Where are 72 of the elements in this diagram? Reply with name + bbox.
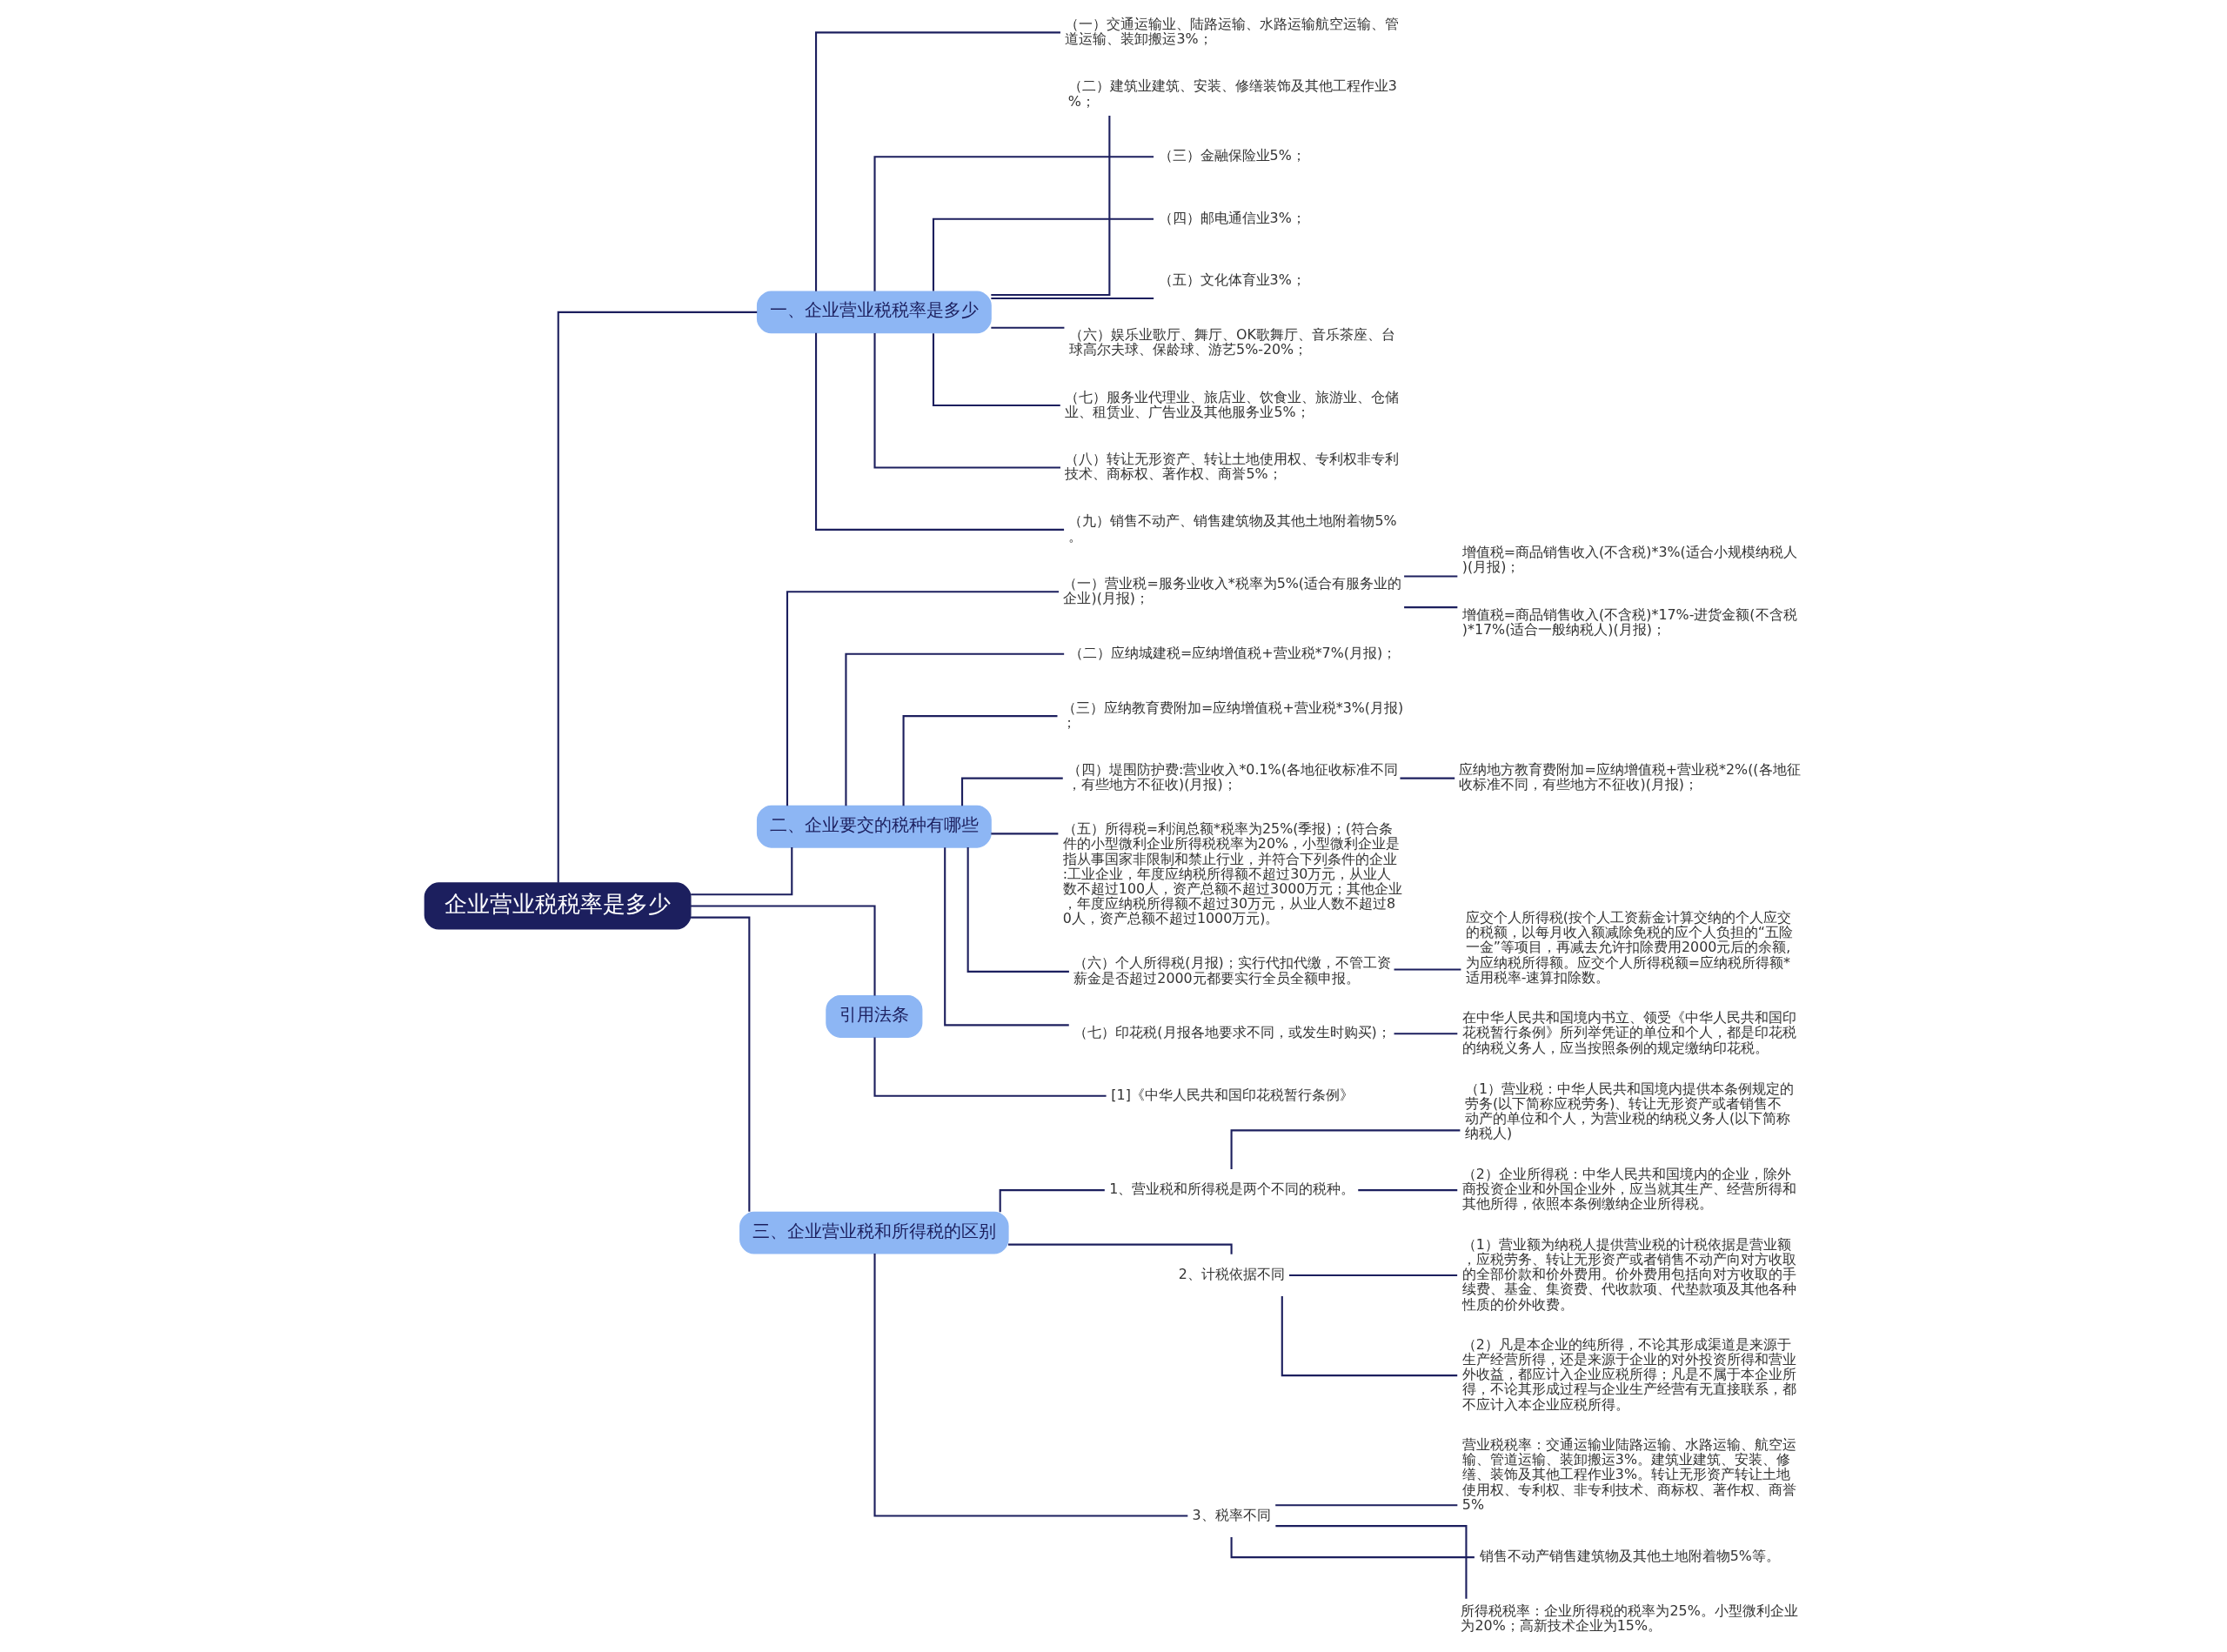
connector	[932, 217, 1154, 291]
connector	[1230, 1129, 1461, 1170]
connector	[991, 116, 1111, 297]
node-text: 应交个人所得税(按个人工资薪金计算交纳的个人应交的税额，以每月收入额减除免税的应个人负担的“五险一金”等项目，再减去允许扣除费用2000元后的余额,为应纳税所得额。应交个人所得税额=应纳税所得额*适用税率-速算扣除数。	[1465, 909, 1793, 986]
node-text: （四）邮电通信业3%；	[1158, 209, 1306, 226]
connector	[1288, 1274, 1458, 1277]
node-text: 2、计税依据不同	[1178, 1266, 1285, 1283]
node-text: 所得税税率：企业所得税的税率为25%。小型微利企业为20%；高新技术企业为15%。	[1461, 1602, 1798, 1635]
connector	[902, 715, 1058, 806]
connector	[557, 311, 758, 883]
node-text: （二）建筑业建筑、安装、修缮装饰及其他工程作业3%；	[1067, 77, 1397, 110]
connector	[815, 332, 1065, 531]
connector	[1400, 777, 1455, 779]
connector	[1275, 1504, 1458, 1507]
node-text: （一）交通运输业、陆路运输、水路运输航空运输、管道运输、装卸搬运3%；	[1065, 15, 1400, 48]
node-box: 二、企业要交的税种有哪些	[756, 805, 992, 848]
connector	[1404, 606, 1458, 609]
connector	[991, 326, 1065, 329]
node-text: [1]《中华人民共和国印花税暂行条例》	[1111, 1086, 1354, 1103]
connector	[691, 916, 751, 1212]
node-text: （二）应纳城建税=应纳增值税+营业税*7%(月报)；	[1069, 644, 1397, 661]
connector	[873, 156, 1154, 291]
connector	[999, 1189, 1105, 1213]
connector	[691, 847, 793, 896]
connector	[873, 1254, 1188, 1517]
node-text: （七）服务业代理业、旅店业、饮食业、旅游业、仓储业、租赁业、广告业及其他服务业5%；	[1065, 388, 1400, 420]
node-text: 应纳地方教育费附加=应纳增值税+营业税*2%((各地征收标准不同，有些地方不征收)(月报)；	[1459, 761, 1801, 793]
connector	[1281, 1295, 1458, 1377]
node-text: （四）堤围防护费:营业收入*0.1%(各地征收标准不同，有些地方不征收)(月报)；	[1067, 761, 1398, 793]
node-text: （2）凡是本企业的纯所得，不论其形成渠道是来源于生产经营所得，还是来源于企业的对外投资所得和营业外收益，都应计入企业应税所得；凡是不属于本企业所得，不论其形成过程与企业生产经营有无直接联系，都不应计入本企业应税所得。	[1461, 1335, 1796, 1413]
connector	[1275, 1525, 1468, 1599]
connector	[873, 1037, 1107, 1097]
node-text: 3、税率不同	[1192, 1506, 1271, 1523]
connector	[991, 297, 1154, 300]
node-text: （三）应纳教育费附加=应纳增值税+营业税*3%(月报)；	[1062, 699, 1404, 731]
node-text: （一）营业税=服务业收入*税率为5%(适合有服务业的企业)(月报)；	[1063, 574, 1402, 606]
node-text: （九）销售不动产、销售建筑物及其他土地附着物5%。	[1068, 512, 1397, 545]
node-box: 三、企业营业税和所得税的区别	[739, 1211, 1009, 1254]
connector	[966, 847, 1069, 973]
node-text: （七）印花税(月报各地要求不同，或发生时购买)；	[1073, 1024, 1391, 1041]
connector	[961, 777, 1063, 806]
node-text: （六）个人所得税(月报)；实行代扣代缴，不管工资薪金是否超过2000元都要实行全员全额申报。	[1073, 954, 1391, 987]
connector	[1394, 1033, 1458, 1035]
connector	[815, 31, 1060, 291]
connector	[1230, 1536, 1475, 1559]
node-text: （1）营业税：中华人民共和国境内提供本条例规定的劳务(以下简称应税劳务)、转让无形资产或者销售不动产的单位和个人，为营业税的纳税义务人(以下简称纳税人)	[1465, 1080, 1795, 1142]
node-box: 引用法条	[826, 994, 923, 1038]
connector	[845, 652, 1065, 806]
node-box: 一、企业营业税税率是多少	[756, 291, 992, 334]
connector	[691, 905, 876, 996]
connector	[944, 847, 1069, 1027]
node-text: 增值税=商品销售收入(不含税)*17%-进货金额(不含税)*17%(适合一般纳税人)(月报)；	[1461, 605, 1797, 638]
node-text: 在中华人民共和国境内书立、领受《中华人民共和国印花税暂行条例》所列举凭证的单位和个人，都是印花税的纳税义务人，应当按照条例的规定缴纳印花税。	[1461, 1009, 1796, 1056]
connector	[932, 333, 1060, 407]
node-text: （八）转让无形资产、转让土地使用权、专利权非专利技术、商标权、著作权、商誉5%；	[1065, 450, 1400, 483]
connector	[786, 591, 1060, 806]
node-text: （五）文化体育业3%；	[1158, 271, 1306, 289]
node-box: 企业营业税税率是多少	[424, 882, 692, 930]
node-text: （三）金融保险业5%；	[1158, 147, 1306, 164]
connector	[1404, 575, 1458, 578]
node-text: 营业税税率：交通运输业陆路运输、水路运输、航空运输、管道运输、装卸搬运3%。建筑业建筑、安装、修缮、装饰及其他工程作业3%。转让无形资产转让土地使用权、专利权、非专利技术、商标权、著作权、商誉5%	[1461, 1435, 1796, 1513]
node-text: （1）营业额为纳税人提供营业税的计税依据是营业额，应税劳务、转让无形资产或者销售不动产向对方收取的全部价款和价外费用。价外费用包括向对方收取的手续费、基金、集资费、代收款项、代垫款项及其他各种性质的价外收费。	[1461, 1235, 1796, 1313]
node-text: 增值税=商品销售收入(不含税)*3%(适合小规模纳税人)(月报)；	[1461, 544, 1797, 576]
connector	[991, 833, 1059, 835]
connector	[873, 332, 1060, 469]
connector	[1394, 968, 1461, 971]
node-text: 1、营业税和所得税是两个不同的税种。	[1109, 1180, 1355, 1198]
node-text: 销售不动产销售建筑物及其他土地附着物5%等。	[1479, 1548, 1780, 1565]
node-text: （六）娱乐业歌厅、舞厅、OK歌舞厅、音乐茶座、台球高尔夫球、保龄球、游艺5%-20%；	[1069, 326, 1395, 358]
node-text: （2）企业所得税：中华人民共和国境内的企业，除外商投资企业和外国企业外，应当就其生产、经营所得和其他所得，依照本条例缴纳企业所得税。	[1461, 1166, 1796, 1213]
connector	[1358, 1189, 1458, 1192]
node-text: （五）所得税=利润总额*税率为25%(季报)；(符合条件的小型微利企业所得税税率为20%，小型微利企业是指从事国家非限制和禁止行业，并符合下列条件的企业:工业企业，年度应纳税所得额不超过30万元，从业人数不超过100人，资产总额不超过3000万元；其他企业，年度应纳税所得额不超过30万元，从业人数不超过80人，资产总额不超过1000万元)。	[1062, 820, 1403, 927]
